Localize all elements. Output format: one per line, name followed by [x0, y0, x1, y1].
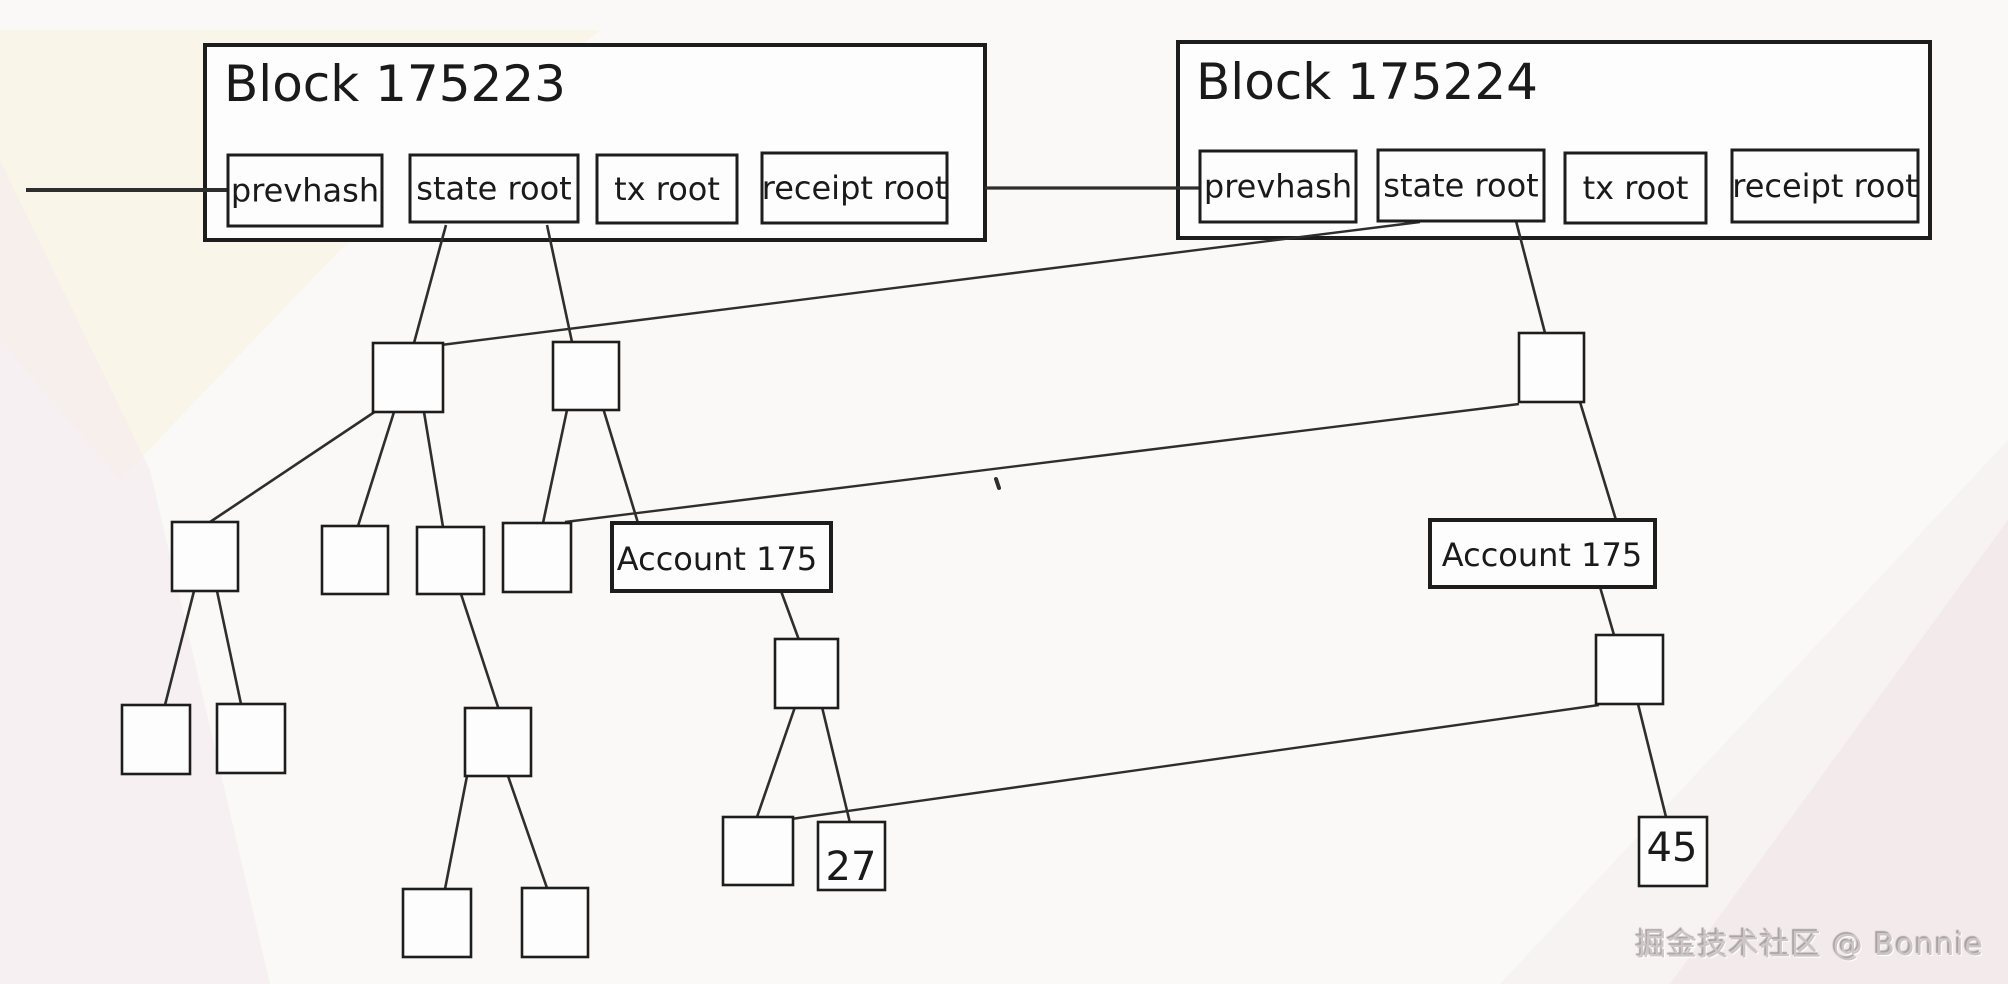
- trie-leaf-1: [120, 703, 192, 776]
- field-receiptroot-223: [760, 151, 949, 225]
- edge-stateroot223-node1: [412, 224, 448, 344]
- edge-box3-node3: [459, 593, 501, 711]
- trie-node-3: [463, 706, 533, 778]
- trie-nodeA-under-account: [773, 637, 840, 710]
- bg-pink-left: [0, 160, 270, 984]
- trie-nodeR1-right: [1517, 331, 1586, 404]
- edge-node3-leaf3b: [506, 775, 549, 889]
- trie-box-2: [320, 524, 390, 596]
- trie-leaf-45: [1637, 815, 1709, 888]
- field-receiptroot-224-label: receipt root: [1732, 167, 1918, 205]
- field-receiptroot-223-label: receipt root: [762, 169, 948, 207]
- trie-leaf-45-label: 45: [1647, 825, 1698, 871]
- watermark: 掘金技术社区 @ Bonnie: [1636, 928, 1984, 963]
- edge-node1-box3: [422, 411, 445, 528]
- field-stateroot-223: [408, 153, 580, 224]
- field-txroot-223: [595, 153, 739, 225]
- edge-node2-box4: [541, 409, 569, 524]
- trie-leaf-27: [816, 820, 887, 892]
- trie-box-3: [415, 525, 486, 596]
- block-175223-title: Block 175223: [224, 55, 566, 113]
- block-175224-title: Block 175224: [1196, 53, 1538, 111]
- edge-account-right-nodeR2: [1598, 586, 1616, 636]
- edge-node2-account-left: [601, 407, 640, 524]
- field-prevhash-223-label: prevhash: [231, 172, 379, 210]
- trie-leaf-2: [215, 702, 287, 775]
- field-receiptroot-224: [1730, 148, 1920, 224]
- field-txroot-224-label: tx root: [1583, 169, 1689, 207]
- trie-leaf-3a: [401, 887, 473, 959]
- account-175-left-label: Account 175: [617, 540, 817, 578]
- field-stateroot-223-label: state root: [416, 170, 571, 208]
- stray-ink-mark: [994, 477, 1001, 490]
- field-txroot-223-label: tx root: [614, 170, 720, 208]
- bg-pink-bottomright: [1670, 520, 2008, 984]
- field-prevhash-224: [1198, 149, 1358, 224]
- field-stateroot-224: [1376, 148, 1546, 223]
- field-txroot-224: [1563, 151, 1708, 225]
- trie-nodeR2-right: [1594, 633, 1665, 706]
- trie-box-4: [501, 521, 573, 594]
- trie-node-2-left: [551, 340, 621, 412]
- edge-leafblank-nodeR2: [790, 703, 1600, 821]
- edge-node1-box2: [356, 411, 396, 527]
- edge-stateroot224-nodeR1: [1514, 220, 1547, 334]
- edge-nodeA-leafblank: [755, 706, 797, 818]
- edge-stateroot223-node2: [545, 224, 574, 343]
- edge-nodeR1-account-right: [1578, 401, 1618, 521]
- account-175-left: [610, 521, 833, 593]
- edge-nodeA-leaf27: [820, 706, 852, 824]
- account-175-right-label: Account 175: [1442, 536, 1642, 574]
- field-prevhash-224-label: prevhash: [1204, 168, 1352, 206]
- edge-box4-nodeR1: [564, 402, 1520, 524]
- trie-leaf-blank: [721, 815, 795, 887]
- trie-node-1-left: [371, 341, 445, 414]
- edge-box1-leaf2: [215, 590, 243, 705]
- trie-box-1: [170, 520, 240, 593]
- account-175-right: [1428, 518, 1657, 589]
- field-stateroot-224-label: state root: [1383, 167, 1538, 205]
- edge-node1-box1: [209, 409, 377, 524]
- trie-leaf-27-label: 27: [826, 844, 877, 890]
- edge-box1-leaf1: [163, 590, 196, 706]
- edge-nodeR2-leaf45: [1636, 703, 1668, 818]
- field-prevhash-223: [226, 153, 384, 228]
- trie-leaf-3b: [520, 886, 590, 959]
- edge-node1-stateroot224: [440, 220, 1421, 347]
- edge-account-left-nodeA: [779, 590, 801, 641]
- edge-node3-leaf3a: [443, 775, 469, 890]
